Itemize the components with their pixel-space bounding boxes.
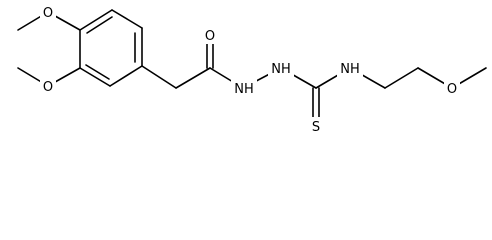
atom-s-thio: S: [308, 117, 324, 135]
atom-o-para-label: O: [43, 6, 53, 21]
bond-ch2-carbonyl: [175, 67, 211, 89]
atom-o-para: O: [40, 3, 56, 21]
bond-ring-4: [109, 65, 143, 87]
atom-s-thio-label: S: [312, 120, 320, 135]
molecule-diagram: O O O NH NH S NH O: [17, 3, 487, 135]
atom-nh-hydrazine-label: NH: [271, 62, 291, 77]
atom-nh-amide: NH: [231, 79, 257, 97]
bonds: [17, 9, 487, 121]
atoms: O O O NH NH S NH O: [40, 3, 460, 135]
atom-o-meta: O: [40, 77, 56, 95]
atom-o-carbonyl-label: O: [205, 29, 215, 44]
bond-ring-ch2: [141, 65, 177, 89]
bond-ring-5: [79, 67, 111, 87]
atom-o-meta-label: O: [43, 80, 53, 95]
atom-nh-hydrazine: NH: [268, 59, 294, 77]
atom-o-ether-label: O: [447, 82, 457, 97]
bond-ring-inner-3: [85, 64, 110, 80]
bond-ring-2: [111, 9, 143, 29]
structure-canvas: O O O NH NH S NH O: [17, 3, 487, 135]
atom-o-carbonyl: O: [202, 26, 218, 44]
atom-nh-amide-label: NH: [234, 82, 254, 97]
atom-nh-thioamide-label: NH: [340, 62, 360, 77]
atom-o-ether: O: [444, 79, 460, 97]
bond-ch2-ch2: [384, 67, 419, 89]
atom-nh-thioamide: NH: [337, 59, 363, 77]
bond-ring-inner-1: [86, 16, 113, 34]
bond-ring-1: [79, 9, 113, 31]
